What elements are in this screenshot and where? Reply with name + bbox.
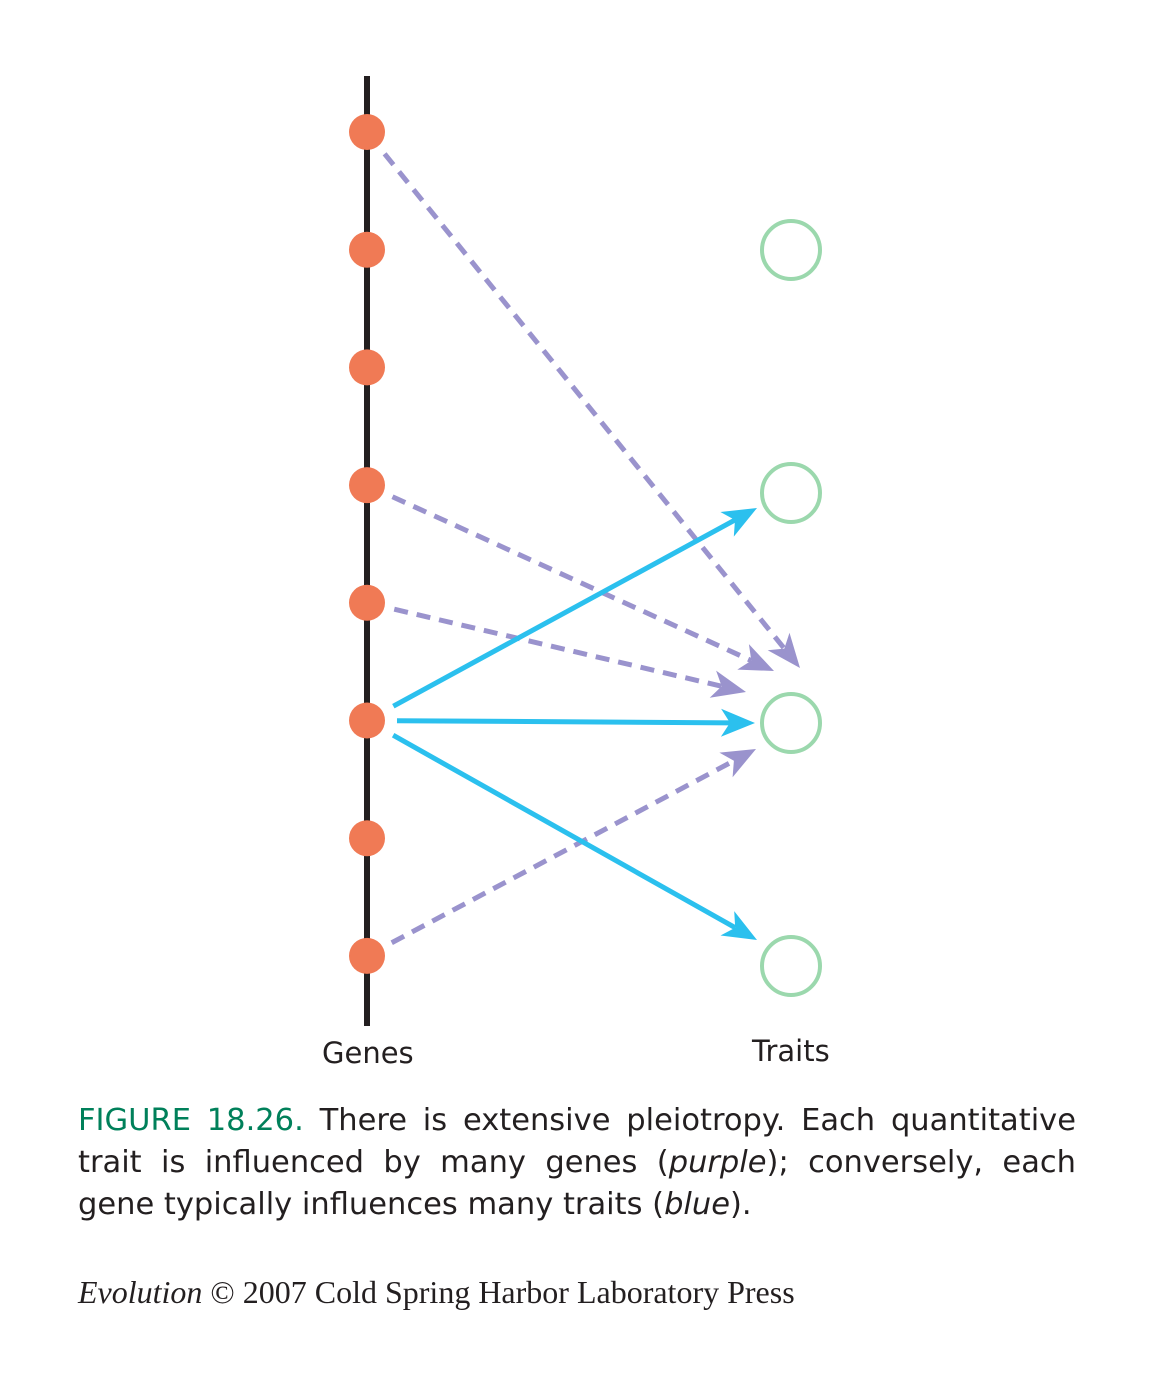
gene-dot-6: [349, 702, 385, 739]
traits-layer: [760, 219, 822, 997]
trait-circle-2: [760, 462, 822, 524]
blue-link-gene-6-trait-2-head: [720, 508, 757, 537]
caption-text-part-1: There is extensive pleiotropy. Each quan…: [78, 1103, 1076, 1180]
figure-caption: FIGURE 18.26. There is extensive pleiotr…: [78, 1100, 1076, 1226]
gene-dot-2: [349, 231, 385, 268]
gene-dot-5: [349, 584, 385, 621]
blue-link-gene-6-trait-3: [396, 708, 755, 737]
purple-link-gene-8-trait-3-head: [719, 749, 756, 778]
gene-dot-4: [349, 467, 385, 504]
blue-link-gene-6-trait-4-shaft: [391, 733, 737, 930]
gene-dot-3: [349, 349, 385, 386]
genes-layer: [349, 114, 385, 974]
trait-circle-4: [760, 935, 822, 997]
purple-link-gene-8-trait-3-shaft: [390, 758, 736, 945]
figure-number-label: FIGURE 18.26.: [78, 1103, 304, 1138]
credit-book-title: Evolution: [78, 1274, 203, 1310]
purple-link-gene-4-trait-3-head: [737, 644, 774, 671]
blue-link-gene-6-trait-3-shaft: [396, 718, 731, 726]
purple-link-gene-1-trait-3-head: [767, 632, 800, 668]
purple-link-gene-4-trait-3: [391, 494, 774, 671]
genes-label: Genes: [322, 1036, 414, 1070]
gene-dot-7: [349, 820, 385, 857]
caption-text-part-3: ).: [730, 1187, 752, 1222]
purple-link-gene-4-trait-3-shaft: [391, 494, 753, 663]
purple-link-gene-1-trait-3: [382, 152, 800, 668]
traits-label: Traits: [752, 1034, 830, 1068]
credit-rest: © 2007 Cold Spring Harbor Laboratory Pre…: [202, 1274, 795, 1310]
purple-link-gene-8-trait-3: [390, 749, 756, 945]
caption-blue-word: blue: [664, 1187, 730, 1222]
caption-purple-word: purple: [668, 1145, 767, 1180]
arrows-layer: [382, 152, 800, 945]
purple-link-gene-1-trait-3-shaft: [382, 152, 787, 651]
blue-link-gene-6-trait-2: [392, 508, 757, 709]
trait-circle-3: [760, 692, 822, 754]
blue-link-gene-6-trait-3-head: [720, 708, 755, 737]
gene-dot-8: [349, 937, 385, 974]
purple-link-gene-5-trait-3-head: [709, 670, 746, 698]
copyright-credit: Evolution © 2007 Cold Spring Harbor Labo…: [78, 1274, 795, 1311]
blue-link-gene-6-trait-4: [391, 733, 757, 940]
purple-link-gene-5-trait-3-shaft: [393, 606, 723, 689]
gene-dot-1: [349, 114, 385, 150]
purple-link-gene-5-trait-3: [393, 606, 746, 698]
trait-circle-1: [760, 219, 822, 281]
blue-link-gene-6-trait-2-shaft: [392, 517, 737, 709]
blue-link-gene-6-trait-4-head: [720, 911, 757, 940]
caption-text-part-2: ); conversely, each gene typically influ…: [78, 1145, 1076, 1222]
